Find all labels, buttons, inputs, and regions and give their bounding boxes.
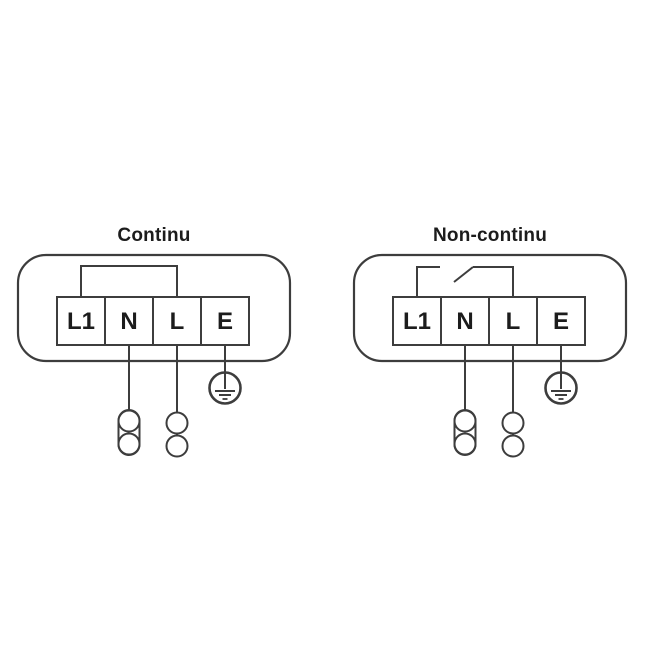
double-ferrule-connector-icon <box>117 409 141 456</box>
terminal-label-n: N <box>120 308 137 335</box>
terminal-block: L1 N L E <box>392 296 586 346</box>
diagram-canvas: L1 N L E <box>16 253 292 458</box>
ferrule-connector-icon <box>165 411 189 458</box>
terminal-label-n: N <box>456 308 473 335</box>
double-ferrule-connector-icon <box>453 409 477 456</box>
terminal-label-e: E <box>217 308 233 335</box>
terminal-label-l1: L1 <box>403 308 431 335</box>
earth-ground-icon <box>208 371 242 405</box>
terminal-label-l: L <box>506 308 521 335</box>
terminal-label-l1: L1 <box>67 308 95 335</box>
terminal-label-l: L <box>170 308 185 335</box>
switch-contact-icon <box>416 266 514 297</box>
terminal-block: L1 N L E <box>56 296 250 346</box>
wiring-diagram-non-continu: Non-continu L1 N L E <box>336 225 650 470</box>
jumper-wire-icon <box>80 265 178 297</box>
terminal-label-e: E <box>553 308 569 335</box>
wiring-diagram-continu: Continu L1 N L E <box>0 225 315 470</box>
diagram-title: Non-continu <box>432 225 548 246</box>
ferrule-connector-icon <box>501 411 525 458</box>
diagram-title: Continu <box>117 225 191 246</box>
earth-ground-icon <box>544 371 578 405</box>
diagram-canvas: L1 N L E <box>352 253 628 458</box>
